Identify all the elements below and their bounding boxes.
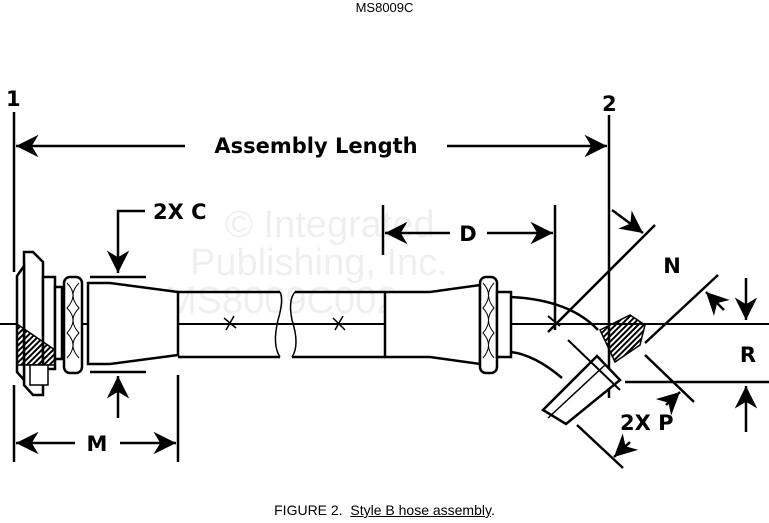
hose xyxy=(178,290,385,359)
d-label: D xyxy=(459,222,476,246)
figure-caption: FIGURE 2. Style B hose assembly. xyxy=(0,502,769,518)
caption-prefix: FIGURE 2. xyxy=(274,502,343,518)
m-label: M xyxy=(87,432,108,456)
document-id: MS8009C xyxy=(355,0,414,15)
right-fitting xyxy=(383,275,646,426)
p-label: 2X P xyxy=(620,411,674,435)
end-2-label: 2 xyxy=(602,92,617,116)
left-fitting xyxy=(15,250,180,397)
c-label: 2X C xyxy=(153,200,207,224)
svg-text:Publishing, Inc.: Publishing, Inc. xyxy=(190,242,448,284)
assembly-length-label: Assembly Length xyxy=(214,134,417,158)
n-label: N xyxy=(663,254,681,278)
caption-title: Style B hose assembly xyxy=(350,502,491,518)
r-label: R xyxy=(740,343,756,367)
svg-text:© Integrated: © Integrated xyxy=(225,204,435,246)
caption-suffix: . xyxy=(490,502,495,518)
labels: 1 2 Assembly Length 2X C D M N R 2X P xyxy=(6,87,756,456)
end-1-label: 1 xyxy=(6,87,21,111)
